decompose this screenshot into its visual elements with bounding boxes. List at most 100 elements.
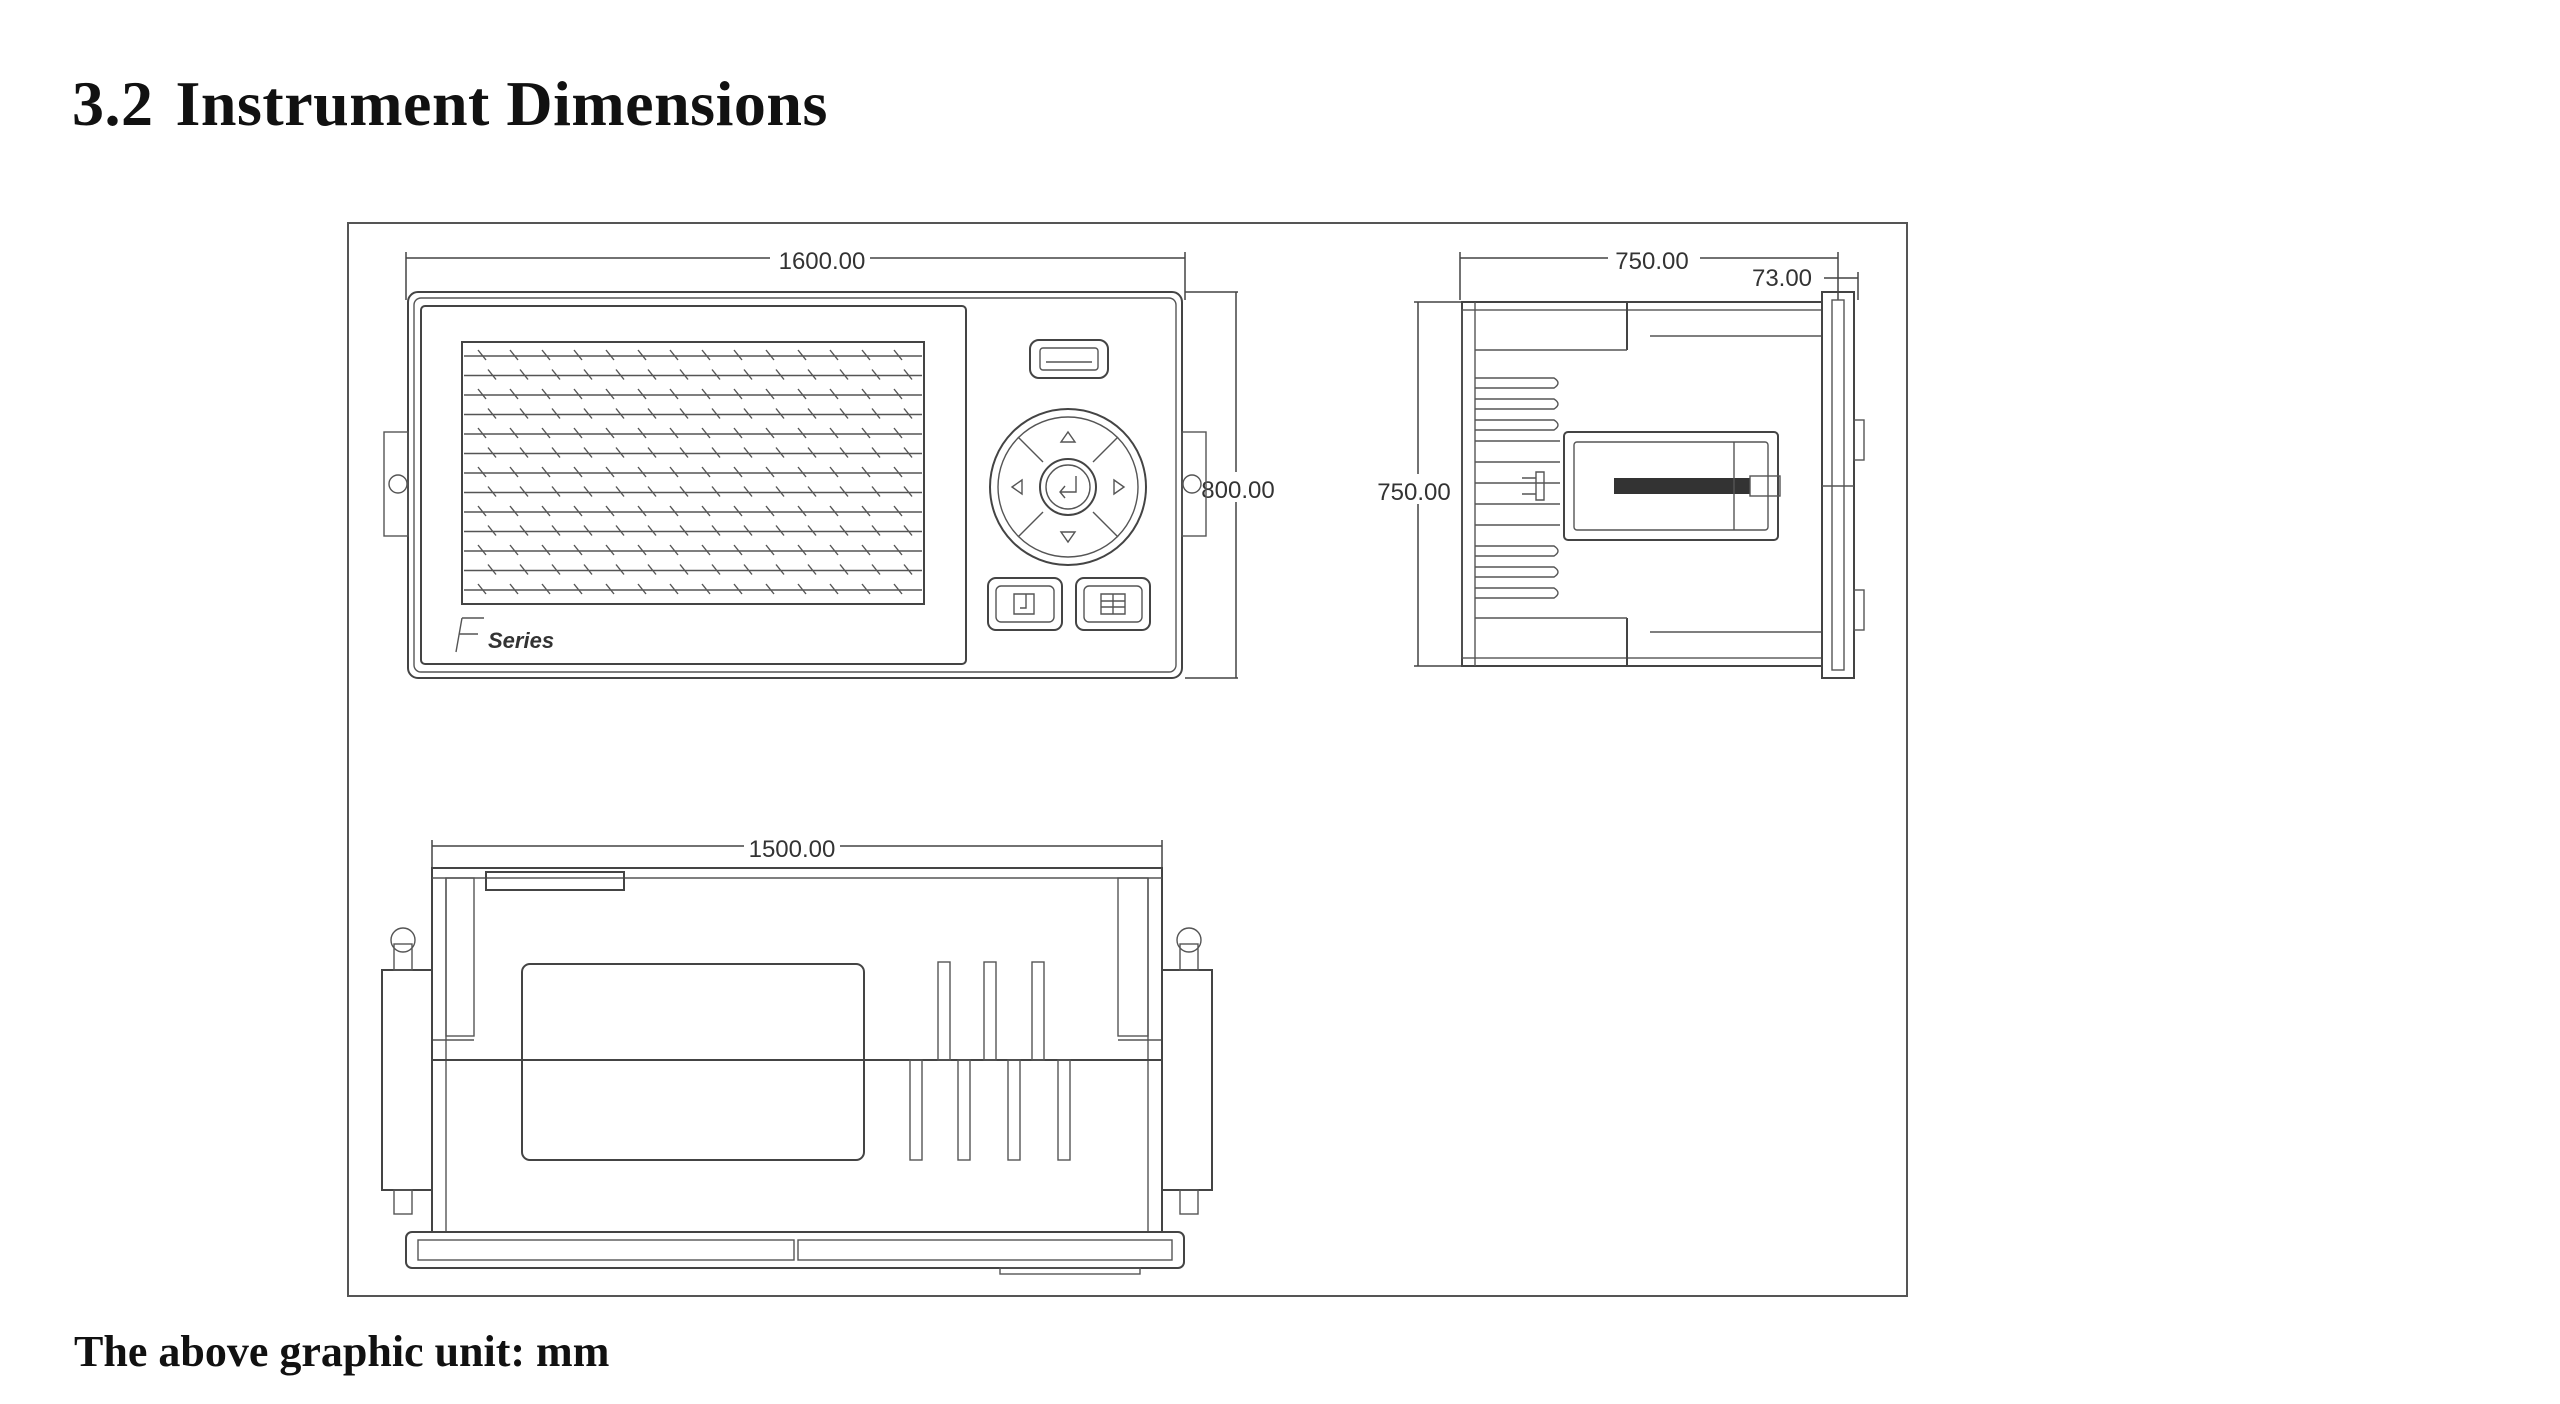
menu-key-button[interactable] bbox=[1075, 577, 1151, 631]
usb-port-icon bbox=[1029, 339, 1109, 379]
display-hatch bbox=[477, 544, 487, 556]
vent-slot bbox=[937, 961, 951, 1061]
display-hatch bbox=[733, 466, 743, 478]
function-key-icon bbox=[1013, 593, 1035, 615]
display-hatch bbox=[487, 447, 497, 458]
display-hatch bbox=[733, 388, 743, 400]
display-hatch bbox=[733, 349, 743, 361]
display-hatch bbox=[573, 349, 583, 361]
display-hatch bbox=[829, 349, 839, 361]
display-hatch bbox=[637, 544, 647, 556]
display-hatch bbox=[541, 505, 551, 517]
display-hatch bbox=[487, 564, 497, 575]
display-hatch bbox=[701, 427, 711, 439]
display-hatch bbox=[605, 466, 615, 478]
display-hatch bbox=[647, 408, 657, 419]
display-hatch bbox=[573, 505, 583, 517]
display-hatch bbox=[477, 583, 487, 595]
display-hatch bbox=[509, 505, 519, 517]
display-hatch bbox=[669, 466, 679, 478]
display-hatch bbox=[647, 525, 657, 536]
display-hatch bbox=[637, 349, 647, 361]
display-hatch bbox=[487, 486, 497, 497]
display-hatch bbox=[583, 369, 593, 380]
display-hatch bbox=[605, 388, 615, 400]
display-hatch bbox=[711, 564, 721, 575]
display-hatch bbox=[583, 486, 593, 497]
display-hatch bbox=[669, 505, 679, 517]
display-hatch bbox=[541, 583, 551, 595]
display-hatch bbox=[541, 427, 551, 439]
display-hatch bbox=[743, 369, 753, 380]
display-hatch bbox=[509, 583, 519, 595]
display-hatch bbox=[861, 583, 871, 595]
fin bbox=[1475, 587, 1559, 599]
display-hatch bbox=[765, 466, 775, 478]
display-hatch bbox=[551, 525, 561, 536]
display-hatch bbox=[541, 466, 551, 478]
display-hatch bbox=[669, 544, 679, 556]
display-hatch bbox=[573, 427, 583, 439]
display-hatch bbox=[605, 349, 615, 361]
display-hatch bbox=[829, 505, 839, 517]
display-hatch bbox=[829, 583, 839, 595]
function-key-button[interactable] bbox=[987, 577, 1063, 631]
display-hatch bbox=[669, 349, 679, 361]
down-arrow-icon bbox=[1059, 531, 1077, 544]
display-hatch bbox=[797, 349, 807, 361]
display-hatch bbox=[605, 505, 615, 517]
display-hatch bbox=[509, 349, 519, 361]
display-hatch bbox=[519, 408, 529, 419]
display-hatch bbox=[807, 408, 817, 419]
display-hatch bbox=[669, 388, 679, 400]
display-hatch bbox=[637, 427, 647, 439]
fin bbox=[1475, 377, 1559, 389]
display-hatch bbox=[839, 408, 849, 419]
display-hatch bbox=[615, 408, 625, 419]
fin bbox=[1475, 545, 1559, 557]
display-hatch bbox=[487, 408, 497, 419]
display-hatch bbox=[519, 564, 529, 575]
display-hatch bbox=[477, 466, 487, 478]
side-depth-dimension: 750.00 bbox=[1615, 248, 1688, 275]
display-hatch bbox=[551, 408, 561, 419]
display-hatch bbox=[775, 369, 785, 380]
display-hatch bbox=[743, 486, 753, 497]
display-hatch bbox=[733, 505, 743, 517]
display-hatch bbox=[573, 583, 583, 595]
display-hatch bbox=[509, 544, 519, 556]
display-hatch bbox=[807, 486, 817, 497]
left-arrow-icon bbox=[1010, 478, 1023, 496]
section-title: Instrument Dimensions bbox=[175, 68, 828, 139]
fin bbox=[1475, 566, 1559, 578]
display-hatch bbox=[615, 564, 625, 575]
display-hatch bbox=[509, 388, 519, 400]
display-hatch bbox=[775, 525, 785, 536]
display-hatch bbox=[839, 447, 849, 458]
display-hatch bbox=[893, 388, 903, 400]
display-hatch bbox=[797, 583, 807, 595]
display-hatch bbox=[829, 388, 839, 400]
display-hatch bbox=[701, 349, 711, 361]
display-hatch bbox=[711, 486, 721, 497]
display-hatch bbox=[701, 388, 711, 400]
display-hatch bbox=[573, 388, 583, 400]
display-hatch bbox=[701, 583, 711, 595]
display-hatch bbox=[765, 349, 775, 361]
display-hatch bbox=[893, 583, 903, 595]
display-hatch bbox=[839, 525, 849, 536]
display-hatch bbox=[871, 564, 881, 575]
navigation-pad[interactable] bbox=[989, 408, 1147, 566]
front-height-dimension: 800.00 bbox=[1201, 477, 1274, 504]
display-hatch bbox=[765, 583, 775, 595]
display-hatch bbox=[903, 564, 913, 575]
right-arrow-icon bbox=[1113, 478, 1126, 496]
display-hatch bbox=[583, 564, 593, 575]
display-hatch bbox=[861, 388, 871, 400]
display-hatch bbox=[605, 544, 615, 556]
display-hatch bbox=[477, 427, 487, 439]
display-hatch bbox=[807, 564, 817, 575]
unit-note: The above graphic unit: mm bbox=[74, 1327, 610, 1376]
display-hatch bbox=[541, 544, 551, 556]
